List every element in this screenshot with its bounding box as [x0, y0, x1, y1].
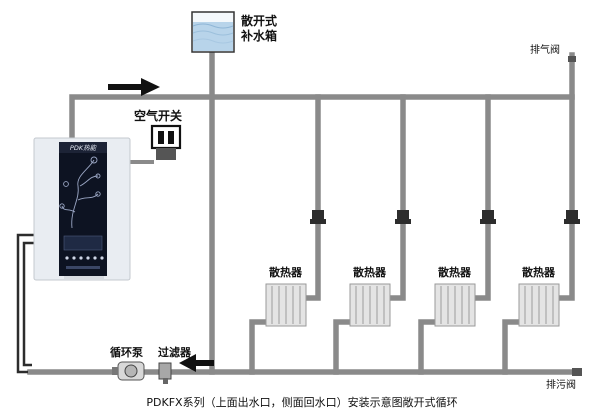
radiator-valve-4: [564, 210, 580, 224]
radiator-3: [434, 283, 476, 327]
boiler-return-lines: [16, 233, 35, 374]
boiler-brand: PDK热能: [70, 144, 98, 152]
radiator-label-4: 散热器: [522, 265, 556, 279]
air-switch-label: 空气开关: [134, 108, 182, 123]
radiator-valve-2: [395, 210, 411, 224]
radiator-supply-drop-1: [302, 94, 321, 301]
radiator-supply-drop-3: [472, 94, 491, 301]
radiator-return-3: [418, 319, 438, 375]
radiator-label-3: 散热器: [438, 265, 472, 279]
radiator-valve-1: [310, 210, 326, 224]
radiator-valve-3: [480, 210, 496, 224]
expansion-tank: [191, 11, 235, 53]
filter-label: 过滤器: [158, 345, 192, 359]
flow-arrow-right: [108, 78, 160, 96]
diagram-caption: PDKFX系列（上面出水口，侧面回水口）安装示意图敞开式循环: [146, 395, 457, 409]
radiator-valves: [310, 210, 580, 224]
electric-boiler: [33, 137, 131, 281]
radiator-label-2: 散热器: [353, 265, 387, 279]
radiator-4: [518, 283, 560, 327]
radiator-return-2: [333, 319, 353, 375]
drain-valve: [572, 368, 582, 376]
pipe-network: [27, 49, 575, 375]
radiator-supply-drop-2: [387, 94, 406, 301]
tank-label-line1: 散开式: [241, 13, 277, 28]
radiator-1: [265, 283, 307, 327]
circulation-pump: [112, 361, 145, 381]
tank-label-line2: 补水箱: [240, 28, 277, 43]
radiator-2: [349, 283, 391, 327]
air-switch: [150, 124, 182, 160]
radiator-label-1: 散热器: [269, 265, 303, 279]
supply-main-pipe: [69, 52, 575, 141]
radiator-return-4: [502, 319, 522, 375]
radiator-return-1: [249, 319, 269, 375]
flow-arrow-left: [179, 354, 214, 372]
air-vent-label: 排气阀: [530, 43, 560, 56]
pump-label: 循环泵: [110, 345, 143, 359]
drain-valve-label: 排污阀: [546, 378, 576, 391]
inline-filter: [158, 362, 172, 384]
air-vent-valve: [568, 56, 576, 62]
radiator-supply-drop-4: [556, 94, 575, 301]
